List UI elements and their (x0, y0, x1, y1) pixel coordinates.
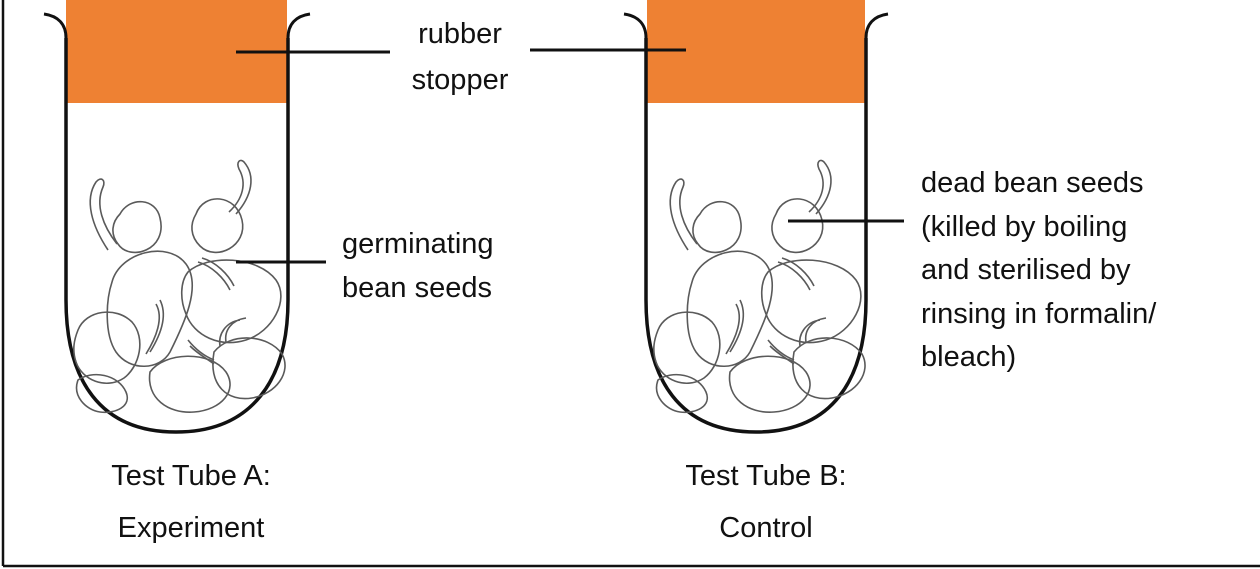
label-rubber-stopper-line-2: stopper (411, 64, 509, 96)
tube-b-body (644, 38, 868, 434)
label-tube-a-line-2: Experiment (117, 512, 265, 544)
label-tube-a-line-1: Test Tube A: (111, 460, 271, 492)
label-test-tube-a: Test Tube A: Experiment (66, 450, 316, 554)
label-germinating-bean-seeds: germinating bean seeds (342, 222, 494, 310)
tube-a-body (64, 38, 290, 434)
tube-b-lip-right (864, 12, 889, 39)
label-dead-line-2: (killed by boiling (921, 210, 1128, 243)
label-germinating-line-1: germinating (342, 228, 494, 260)
tube-a-lip-right (286, 12, 311, 39)
label-dead-line-5: bleach) (921, 341, 1017, 373)
label-dead-line-4: rinsing in formalin/ (921, 297, 1157, 330)
label-rubber-stopper-line-1: rubber (418, 18, 502, 50)
tube-a-lip-left (43, 12, 68, 39)
label-dead-bean-seeds: dead bean seeds (killed by boiling and s… (921, 162, 1156, 380)
dead-bean-seeds-illustration (653, 159, 866, 414)
label-dead-line-3: and sterilised by (921, 254, 1131, 286)
tube-b-lip-left (623, 12, 648, 39)
test-tube-a (43, 0, 311, 434)
label-tube-b-line-1: Test Tube B: (685, 460, 847, 492)
label-rubber-stopper: rubber stopper (392, 11, 528, 103)
test-tube-b (623, 0, 889, 434)
germinating-bean-seeds-illustration (73, 159, 286, 414)
label-germinating-line-2: bean seeds (342, 272, 492, 304)
label-tube-b-line-2: Control (719, 512, 813, 544)
label-dead-line-1: dead bean seeds (921, 167, 1144, 199)
label-test-tube-b: Test Tube B: Control (646, 450, 886, 554)
